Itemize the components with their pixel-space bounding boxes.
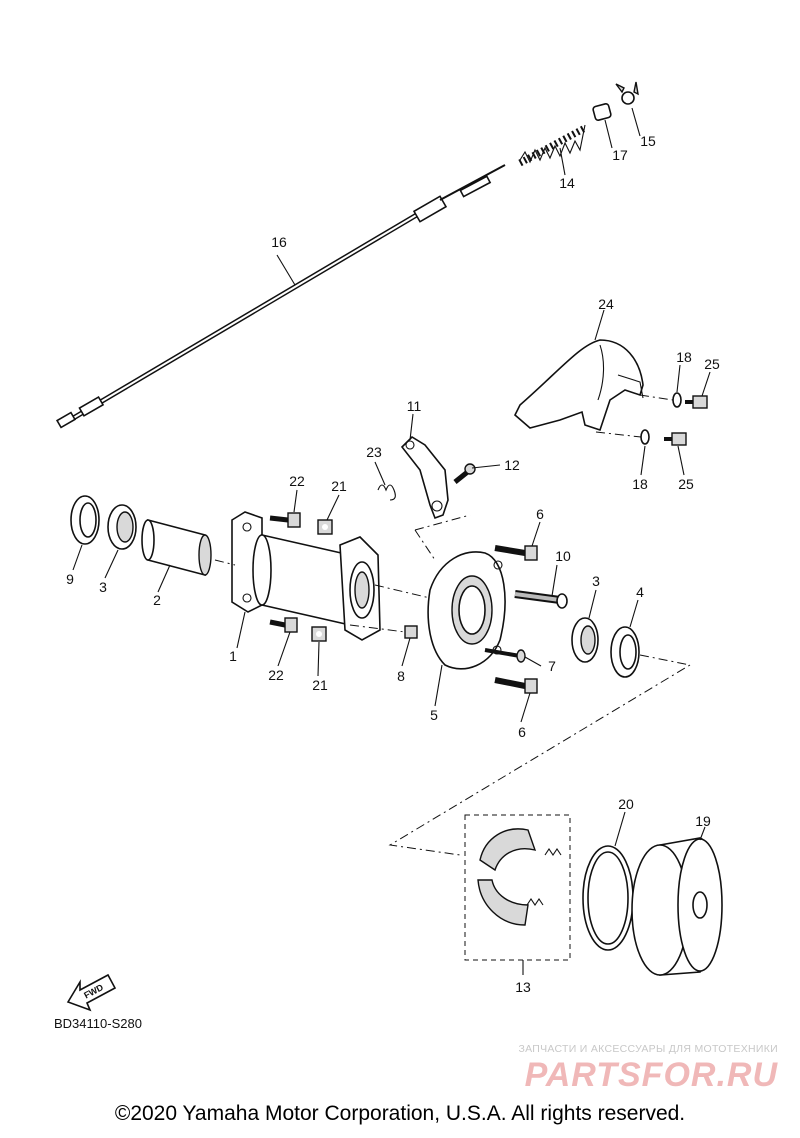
callout-6-upper: 6 [536, 506, 544, 522]
diagram-code: BD34110-S280 [54, 1016, 142, 1031]
callout-18-lower: 18 [632, 476, 648, 492]
part-25-bolt-lower [664, 432, 687, 446]
part-3-bearing-right [571, 617, 599, 663]
part-6-bolt-lower [494, 677, 538, 694]
part-2-spacer [141, 518, 212, 577]
part-7-pin [484, 648, 526, 663]
callout-18-upper: 18 [676, 349, 692, 365]
part-6-bolt-upper [494, 545, 538, 561]
watermark-logo: PARTSFOR.RU [524, 1056, 778, 1094]
callout-10: 10 [555, 548, 571, 564]
callout-19: 19 [695, 813, 711, 829]
callout-22-lower: 22 [268, 667, 284, 683]
part-17-collar [592, 103, 612, 121]
callout-23: 23 [366, 444, 382, 460]
callout-20: 20 [618, 796, 634, 812]
part-1-axle-housing [231, 511, 381, 641]
callout-7: 7 [548, 658, 556, 674]
part-11-cam-lever [400, 435, 449, 520]
watermark-subtitle: ЗАПЧАСТИ И АКСЕССУАРЫ ДЛЯ МОТОТЕХНИКИ [518, 1043, 778, 1055]
part-22-bolt-upper [269, 512, 301, 528]
callout-15: 15 [640, 133, 656, 149]
callout-21-lower: 21 [312, 677, 328, 693]
part-16-brake-cable [55, 164, 506, 429]
part-20-o-ring [582, 845, 634, 951]
part-18-washer-upper [672, 392, 682, 408]
part-12-bolt [453, 463, 476, 484]
callout-8: 8 [397, 668, 405, 684]
part-15-wing-nut [615, 81, 639, 105]
callout-5: 5 [430, 707, 438, 723]
callout-4: 4 [636, 584, 644, 600]
part-25-bolt-upper [685, 395, 708, 409]
part-23-spring [377, 484, 396, 501]
callout-25-lower: 25 [678, 476, 694, 492]
leader-lines [72, 107, 711, 975]
part-3-bearing-left [107, 504, 137, 550]
part-13-brake-shoe-kit-box [464, 814, 571, 961]
part-9-oil-seal [70, 495, 100, 545]
callout-9: 9 [66, 571, 74, 587]
part-5-brake-panel [427, 551, 506, 670]
part-19-brake-drum [631, 837, 723, 976]
callout-12: 12 [504, 457, 520, 473]
callout-11: 11 [407, 398, 422, 414]
part-21-nut-lower [311, 626, 327, 642]
callout-13: 13 [515, 979, 531, 995]
part-8-nut [404, 625, 418, 639]
copyright-notice: ©2020 Yamaha Motor Corporation, U.S.A. A… [114, 1102, 686, 1125]
callout-14: 14 [559, 175, 575, 191]
callout-25-upper: 25 [704, 356, 720, 372]
fwd-arrow-icon: FWD [66, 973, 117, 1012]
part-21-nut-upper [317, 519, 333, 535]
part-18-washer-lower [640, 429, 650, 445]
callout-17: 17 [612, 147, 628, 163]
callout-6-lower: 6 [518, 724, 526, 740]
callout-24: 24 [598, 296, 614, 312]
part-13-brake-shoe-assy [477, 828, 562, 926]
part-22-bolt-lower [269, 617, 298, 633]
callout-2: 2 [153, 592, 161, 608]
part-14-spring [518, 124, 587, 167]
part-24-cover [514, 339, 644, 432]
callout-21-upper: 21 [331, 478, 347, 494]
callout-3-left: 3 [99, 579, 107, 595]
part-4-oil-seal [610, 626, 640, 678]
callout-3-right: 3 [592, 573, 600, 589]
callout-16: 16 [271, 234, 287, 250]
part-10-cam-shaft [514, 590, 568, 609]
callout-22-upper: 22 [289, 473, 305, 489]
callout-1: 1 [229, 648, 237, 664]
